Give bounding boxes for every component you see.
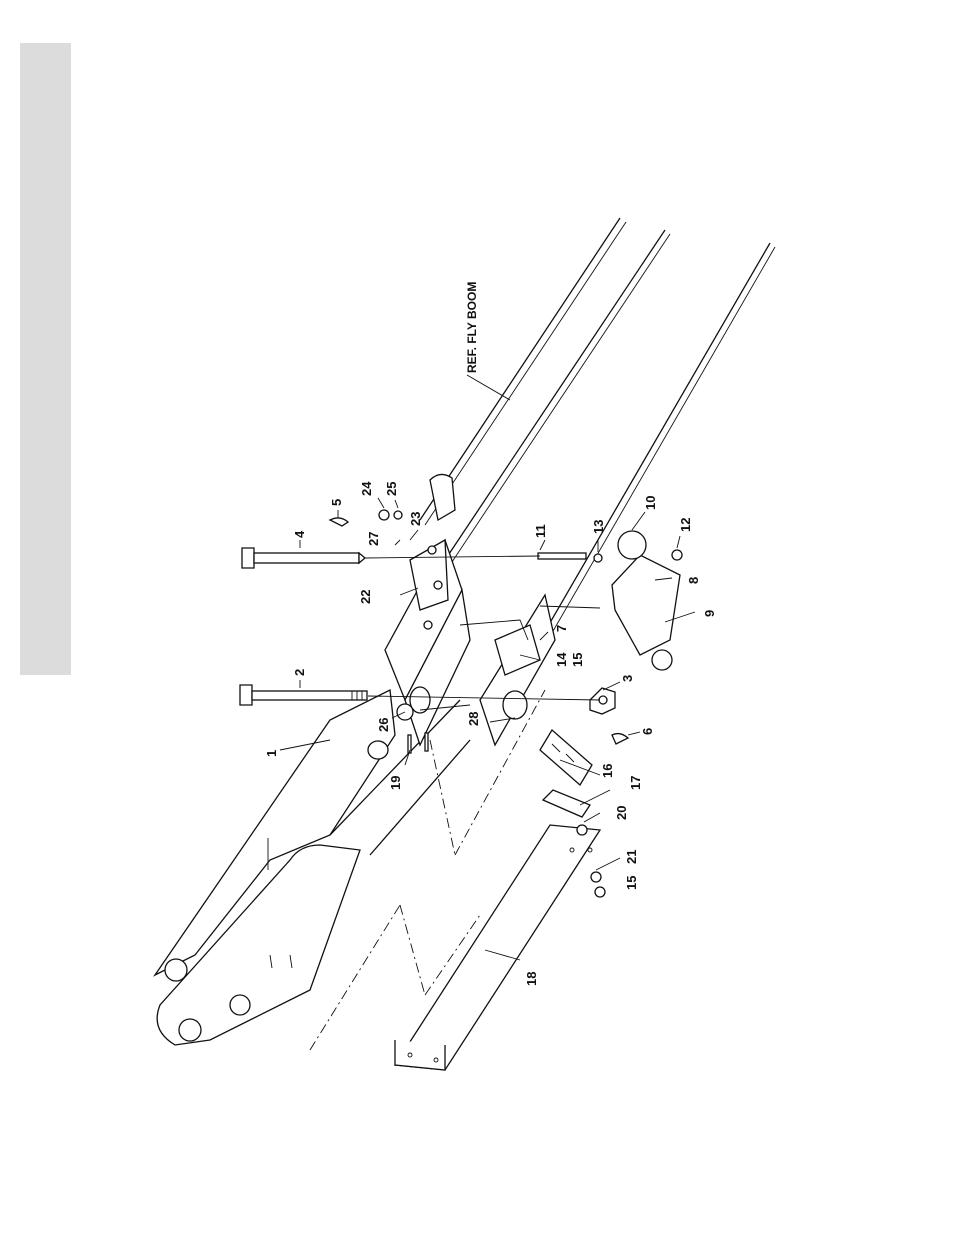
callout-14: 14 <box>554 652 569 667</box>
pin-4 <box>242 548 365 568</box>
callout-21: 21 <box>624 850 639 864</box>
callout-7: 7 <box>554 625 569 632</box>
callout-3: 3 <box>620 675 635 682</box>
switch-8 <box>612 531 680 670</box>
callout-6: 6 <box>640 728 655 735</box>
hardware-24-25 <box>379 510 402 520</box>
callout-9: 9 <box>702 610 717 617</box>
hardware-11-12-13 <box>538 550 682 562</box>
callout-23: 23 <box>408 512 423 526</box>
callout-15: 15 <box>570 653 585 667</box>
callout-12: 12 <box>678 518 693 532</box>
ref-fly-boom-label: REF. FLY BOOM <box>465 282 479 373</box>
callout-1: 1 <box>264 750 279 757</box>
callout-4: 4 <box>292 530 307 538</box>
callout-18: 18 <box>524 972 539 986</box>
callout-10: 10 <box>643 496 658 510</box>
pin-2 <box>240 685 367 705</box>
channel-18 <box>395 825 600 1070</box>
callout-24: 24 <box>359 481 374 496</box>
callout-25: 25 <box>384 482 399 496</box>
callout-27: 27 <box>366 532 381 546</box>
callout-19: 19 <box>388 776 403 790</box>
callout-26: 26 <box>376 718 391 732</box>
callout-22: 22 <box>358 590 373 604</box>
callout-5: 5 <box>329 499 344 506</box>
callout-15-lower: 15 <box>624 876 639 890</box>
callout-11: 11 <box>533 524 548 538</box>
callout-13: 13 <box>591 520 606 534</box>
callout-17: 17 <box>628 776 643 790</box>
callout-2: 2 <box>292 669 307 676</box>
callout-28: 28 <box>466 712 481 726</box>
callout-16: 16 <box>600 764 615 778</box>
callout-20: 20 <box>614 806 629 820</box>
callout-8: 8 <box>686 577 701 584</box>
spacer-block-16 <box>540 730 592 785</box>
nut-3 <box>590 688 615 714</box>
